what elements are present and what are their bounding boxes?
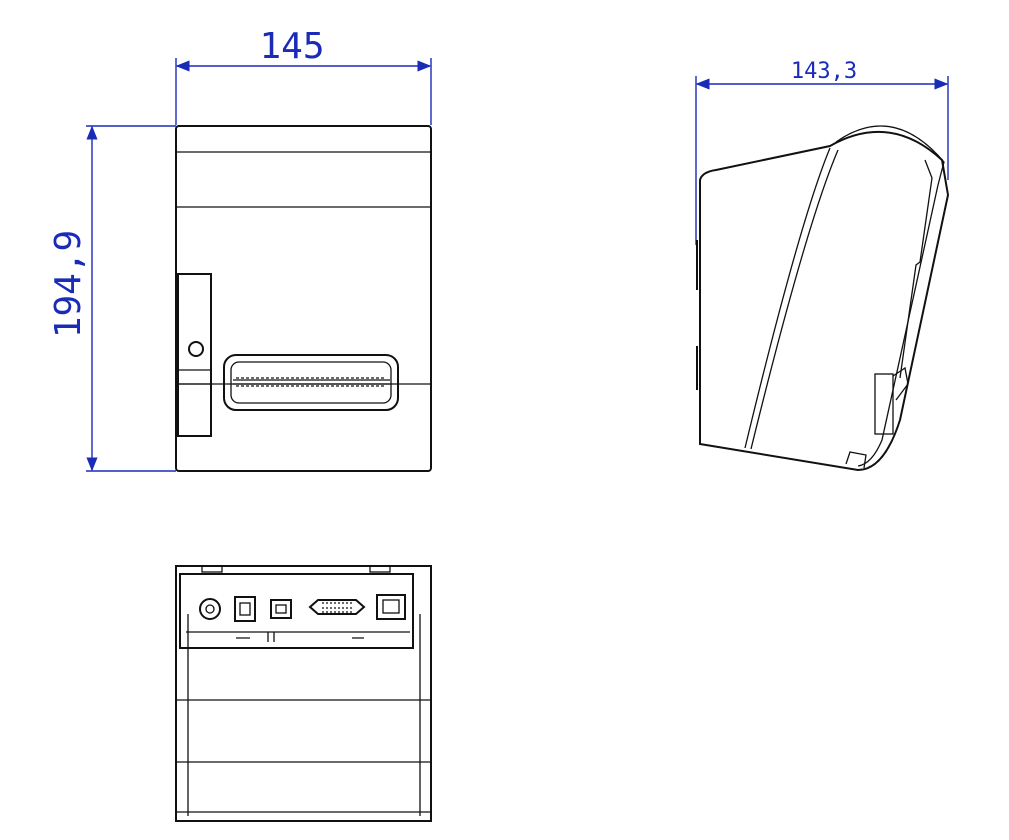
ethernet-port-icon: [376, 594, 406, 620]
hinge: [874, 373, 894, 435]
front-body: [175, 125, 432, 472]
usb-port-icon: [270, 599, 292, 619]
depth-dimension: 143,3: [695, 59, 949, 245]
side-body: [699, 130, 950, 472]
side-view: 143,3: [695, 59, 950, 472]
power-button-icon: [188, 341, 204, 357]
width-dimension: 145: [175, 26, 432, 125]
height-dimension: 194,9: [48, 125, 176, 472]
port-panel: [179, 573, 414, 649]
front-view: 145 194,9: [48, 26, 432, 472]
cash-drawer-port-icon: [234, 596, 256, 622]
serial-port-icon: [308, 599, 366, 615]
paper-exit-slot: [223, 354, 399, 411]
rear-body: [175, 565, 432, 822]
rear-view: [175, 565, 432, 822]
power-port-icon: [199, 598, 221, 620]
width-dimension-label: 145: [259, 26, 324, 67]
depth-dimension-label: 143,3: [791, 59, 857, 84]
height-dimension-label: 194,9: [48, 230, 89, 338]
power-switch-panel: [177, 273, 212, 437]
